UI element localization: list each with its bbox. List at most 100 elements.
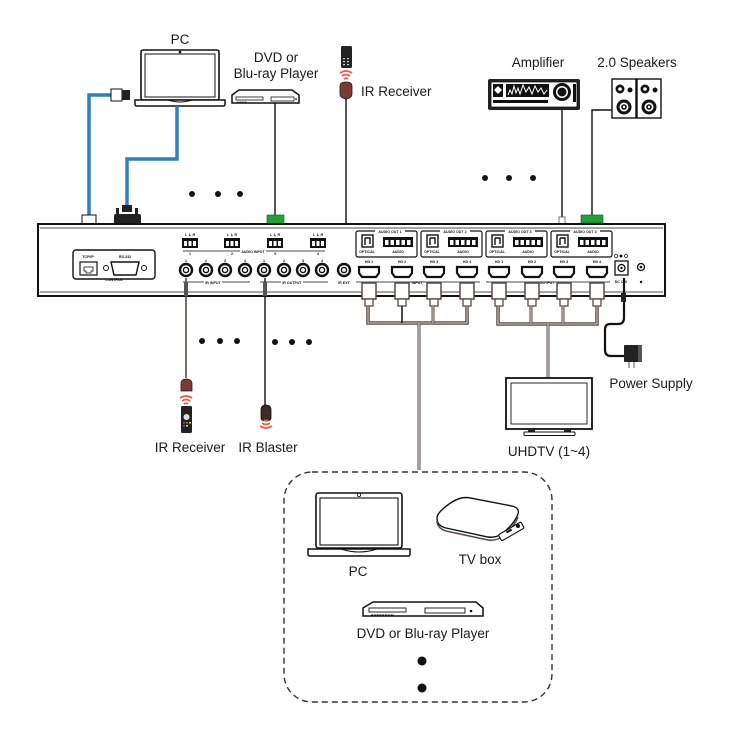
audio-in-2-pins: L ⏚ R [227, 232, 238, 237]
ir-blaster-label: IR Blaster [238, 440, 298, 455]
hdmi-in-2-label: HD 2 [398, 260, 406, 264]
hdmi-out-4-port[interactable] [585, 265, 609, 279]
uhdtv-label: UHDTV (1~4) [508, 444, 590, 459]
ir-receiver-bottom-label: IR Receiver [155, 440, 226, 455]
power-supply-label: Power Supply [609, 376, 693, 391]
ir-in-2-label: 2 [205, 259, 207, 263]
audio-in-3-label: 3 [274, 252, 276, 256]
hdmi-input-cable-bundle [366, 306, 469, 470]
rs232-cable [125, 106, 179, 205]
ir-in-1-port[interactable] [178, 262, 194, 278]
power-plug-icon [621, 293, 626, 302]
ir-out-4-label: 4 [321, 259, 323, 263]
audio-out-2-label: AUDIO OUT 2 [443, 230, 466, 234]
source-pc-laptop-icon [307, 492, 411, 557]
ir-receiver-top-icon [339, 81, 353, 100]
ir-in-3-label: 3 [224, 259, 226, 263]
ir-out-3-label: 3 [302, 259, 304, 263]
audio-out-3-label: AUDIO OUT 3 [508, 230, 531, 234]
speaker-right-icon [636, 78, 662, 119]
audio-in-1-port[interactable] [182, 238, 198, 248]
tcpip-port-label: TCP/IP [82, 255, 94, 259]
ir-ext-port[interactable] [336, 262, 352, 278]
audio-2-label: AUDIO [457, 250, 469, 254]
more-sources-dots [189, 191, 243, 197]
audio-in-4-pins: L ⏚ R [313, 232, 324, 237]
audio-input-terminals: L ⏚ R 1 L ⏚ R 2 L ⏚ R 3 L ⏚ R 4 AUDIO IN… [182, 232, 326, 256]
tv-icon [505, 377, 593, 436]
power-adapter-icon [624, 345, 642, 368]
source-dvd-label: DVD or Blu-ray Player [357, 626, 490, 641]
audio-out-4-label: AUDIO OUT 4 [573, 230, 596, 234]
ir-receiver-bottom-icon [180, 378, 193, 392]
ir-in-4-port[interactable] [237, 262, 253, 278]
ir-out-1-port[interactable] [256, 262, 272, 278]
dc-power-jack[interactable] [614, 254, 629, 276]
hdmi-in-1-port[interactable] [357, 265, 381, 279]
ir-out-2-port[interactable] [276, 262, 292, 278]
power-cable [603, 278, 626, 358]
audio-out-block-2: AUDIO OUT 2 OPTICAL AUDIO [420, 229, 483, 258]
tv-box-remote-icon [498, 521, 525, 541]
audio-in-1-label: 1 [189, 252, 191, 256]
amplifier-icon [488, 79, 580, 110]
optical-4-label: OPTICAL [554, 250, 571, 254]
audio-in-3-pins: L ⏚ R [270, 232, 281, 237]
control-label: CONTROL [105, 278, 124, 282]
source-pc-label: PC [349, 564, 368, 579]
audio-3-label: AUDIO [522, 250, 534, 254]
source-tvbox-label: TV box [459, 552, 502, 567]
hdmi-in-3-port[interactable] [422, 265, 446, 279]
audio-in-1-pins: L ⏚ R [185, 232, 196, 237]
ir-input-label: IR INPUT [205, 281, 221, 285]
audio-out-block-4: AUDIO OUT 4 OPTICAL AUDIO [550, 229, 613, 258]
hdmi-in-4-port[interactable] [455, 265, 479, 279]
pc-laptop-icon [134, 49, 226, 107]
hdmi-out-3-port[interactable] [552, 265, 576, 279]
ir-ext-label: IR EXT [338, 281, 350, 285]
speakers-label: 2.0 Speakers [597, 55, 677, 70]
ir-input-plug-icon [184, 282, 188, 296]
ir-out-3-port[interactable] [295, 262, 311, 278]
hdmi-in-2-port[interactable] [390, 265, 414, 279]
pc-top-label: PC [171, 32, 190, 47]
ir-in-2-port[interactable] [198, 262, 214, 278]
dvd-top-label-line1: DVD or [254, 50, 299, 65]
control-block [72, 249, 156, 280]
amplifier-label: Amplifier [512, 55, 565, 70]
hdmi-inputs: HD 1 HD 2 HD 3 HD 4 INPUT [356, 260, 480, 285]
hdmi-out-1-port[interactable] [487, 265, 511, 279]
remote-control-top-icon [341, 46, 352, 68]
optical-1-label: OPTICAL [359, 250, 376, 254]
more-ir-receivers-dots [199, 338, 240, 344]
hdmi-out-4-label: HD 4 [593, 260, 601, 264]
source-dvd-player-icon [362, 601, 484, 617]
ir-out-4-port[interactable] [314, 262, 330, 278]
ir-out-1-label: 1 [263, 259, 265, 263]
ir-blaster-signal-icon [259, 419, 273, 429]
dvd-top-label-line2: Blu-ray Player [234, 66, 319, 81]
audio-input-label: AUDIO INPUT [241, 250, 265, 254]
hdmi-input-label: INPUT [412, 281, 424, 285]
ir-in-1-label: 1 [185, 259, 187, 263]
audio-in-3-port[interactable] [267, 238, 283, 248]
ir-in-3-port[interactable] [217, 262, 233, 278]
audio-4-label: AUDIO [587, 250, 599, 254]
audio-in-2-port[interactable] [224, 238, 240, 248]
ir-output-plug-icon [263, 282, 267, 296]
ground-screw-icon [636, 262, 646, 284]
optical-3-label: OPTICAL [489, 250, 506, 254]
hdmi-out-1-label: HD 1 [495, 260, 503, 264]
ir-blaster-icon [260, 404, 272, 422]
audio-out-block-3: AUDIO OUT 3 OPTICAL AUDIO [485, 229, 548, 258]
hdmi-out-2-port[interactable] [520, 265, 544, 279]
audio-out-block-1: AUDIO OUT 1 OPTICAL AUDIO [355, 229, 418, 258]
speaker-cable [591, 109, 612, 218]
ir-in-4-label: 4 [244, 259, 246, 263]
hdmi-out-3-label: HD 3 [560, 260, 568, 264]
audio-in-4-label: 4 [317, 252, 319, 256]
rs232-port-label: RS-232 [119, 255, 131, 259]
audio-in-4-port[interactable] [310, 238, 326, 248]
audio-1-label: AUDIO [392, 250, 404, 254]
